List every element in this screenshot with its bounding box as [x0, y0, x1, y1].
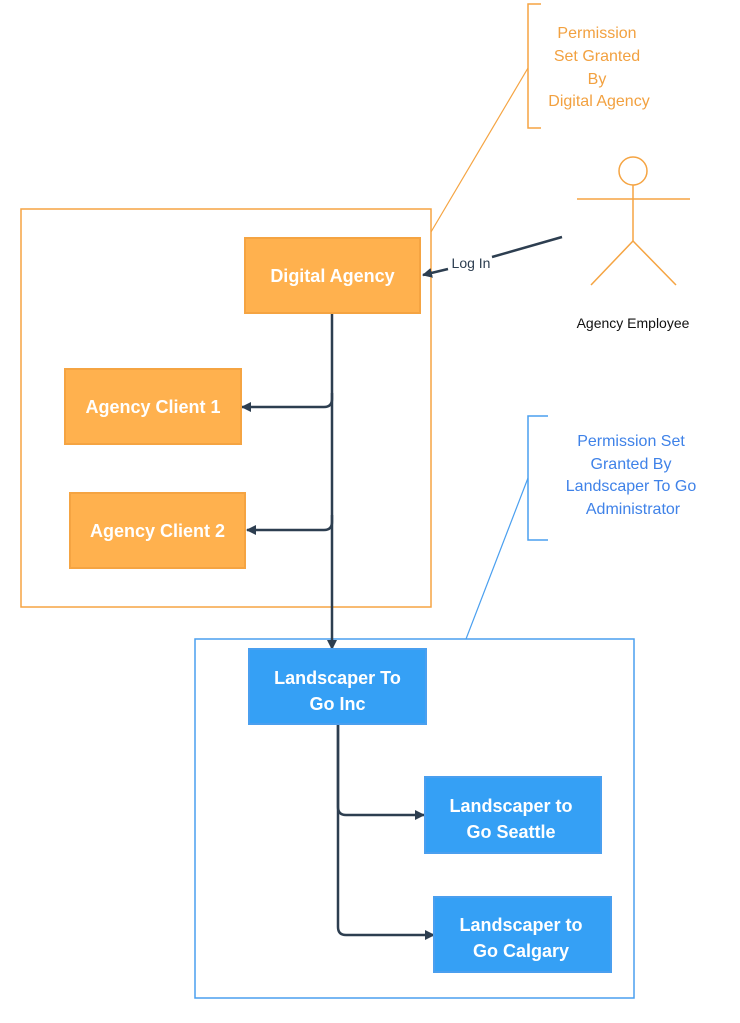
edge-login-arrow: [422, 267, 449, 278]
agency-note-line-4: Digital Agency: [548, 93, 649, 110]
stick-figure-icon: [577, 156, 690, 286]
node-landscaper-calgary-line1: Landscaper to: [459, 915, 582, 935]
node-agency-client-1-label: Agency Client 1: [85, 397, 220, 417]
landscaper-note-line-2: Granted By: [591, 456, 672, 473]
agency-note-line-2: Set Granted: [554, 48, 640, 65]
node-landscaper-calgary[interactable]: Landscaper to Go Calgary: [433, 896, 612, 973]
landscaper-note-line-1: Permission Set: [577, 433, 685, 450]
node-agency-client-2[interactable]: Agency Client 2: [69, 492, 246, 569]
agency-permission-note: Permission Set Granted By Digital Agency: [548, 25, 649, 110]
node-landscaper-inc-line1: Landscaper To: [274, 668, 401, 688]
node-landscaper-calgary-line2: Go Calgary: [473, 941, 569, 961]
landscaper-note-line-3: Landscaper To Go: [566, 478, 697, 495]
edge-inc-to-seattle: [336, 724, 425, 820]
edge-agency-to-client-1: [241, 393, 334, 412]
agency-group-container: [20, 208, 432, 608]
landscaper-permission-note: Permission Set Granted By Landscaper To …: [566, 433, 697, 518]
node-landscaper-seattle-line2: Go Seattle: [466, 822, 555, 842]
landscaper-note-line-4: Administrator: [586, 501, 681, 518]
agency-note-bracket: [527, 3, 541, 129]
landscaper-note-bracket: [527, 415, 548, 541]
node-digital-agency-label: Digital Agency: [270, 266, 394, 286]
agency-note-leader: [430, 67, 529, 233]
agency-note-line-3: By: [588, 71, 607, 88]
edge-login-label: Log In: [452, 255, 491, 271]
node-digital-agency[interactable]: Digital Agency: [244, 237, 421, 314]
node-agency-client-1[interactable]: Agency Client 1: [64, 368, 242, 445]
agency-note-line-1: Permission: [557, 25, 636, 42]
edge-inc-to-calgary: [336, 724, 435, 940]
node-landscaper-seattle-line1: Landscaper to: [449, 796, 572, 816]
actor-label: Agency Employee: [577, 315, 690, 331]
edge-agency-to-client-2: [246, 515, 334, 535]
node-landscaper-seattle[interactable]: Landscaper to Go Seattle: [424, 776, 602, 854]
edge-login-segment: [491, 235, 563, 259]
node-landscaper-inc-line2: Go Inc: [309, 694, 365, 714]
landscaper-note-leader: [465, 477, 529, 640]
landscaper-group-container: [194, 638, 635, 999]
node-landscaper-inc[interactable]: Landscaper To Go Inc: [248, 648, 427, 725]
node-agency-client-2-label: Agency Client 2: [90, 521, 225, 541]
